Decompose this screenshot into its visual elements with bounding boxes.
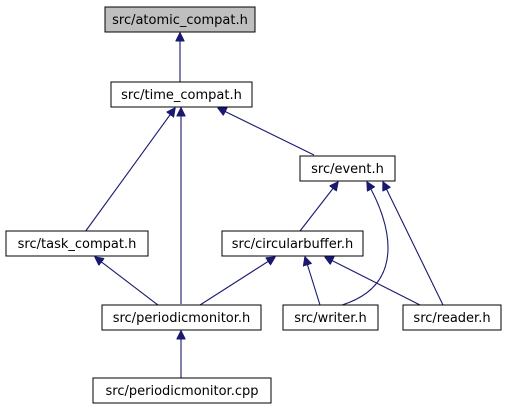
edge-periodic-to-task (95, 257, 159, 306)
node-reader[interactable]: src/reader.h (402, 304, 502, 331)
edge-task-to-time (84, 108, 175, 233)
node-atomic-compat-label: src/atomic_compat.h (112, 13, 248, 28)
node-time-compat[interactable]: src/time_compat.h (110, 81, 253, 108)
node-circularbuffer[interactable]: src/circularbuffer.h (221, 230, 364, 257)
edge-event-to-time (218, 108, 315, 156)
node-periodicmonitor-cpp-label: src/periodicmonitor.cpp (106, 384, 259, 399)
edge-reader-to-event (383, 182, 444, 306)
edge-writer-to-circbuf (305, 257, 321, 306)
node-event-label: src/event.h (311, 162, 384, 177)
node-periodicmonitor-h[interactable]: src/periodicmonitor.h (101, 304, 262, 331)
node-writer[interactable]: src/writer.h (282, 304, 379, 331)
node-time-compat-label: src/time_compat.h (121, 88, 242, 103)
node-reader-label: src/reader.h (413, 311, 490, 326)
edge-circbuf-to-event (299, 182, 338, 232)
node-periodicmonitor-h-label: src/periodicmonitor.h (113, 311, 251, 326)
node-task-compat[interactable]: src/task_compat.h (5, 230, 149, 257)
node-circularbuffer-label: src/circularbuffer.h (232, 237, 353, 252)
edge-reader-to-circbuf (325, 257, 421, 306)
node-periodicmonitor-cpp[interactable]: src/periodicmonitor.cpp (92, 377, 272, 404)
node-atomic-compat[interactable]: src/atomic_compat.h (104, 6, 256, 33)
edge-writer-to-event (341, 182, 389, 306)
node-writer-label: src/writer.h (294, 311, 367, 326)
edge-periodic-to-circbuf (199, 257, 275, 306)
node-task-compat-label: src/task_compat.h (18, 237, 137, 252)
node-event[interactable]: src/event.h (299, 155, 396, 182)
